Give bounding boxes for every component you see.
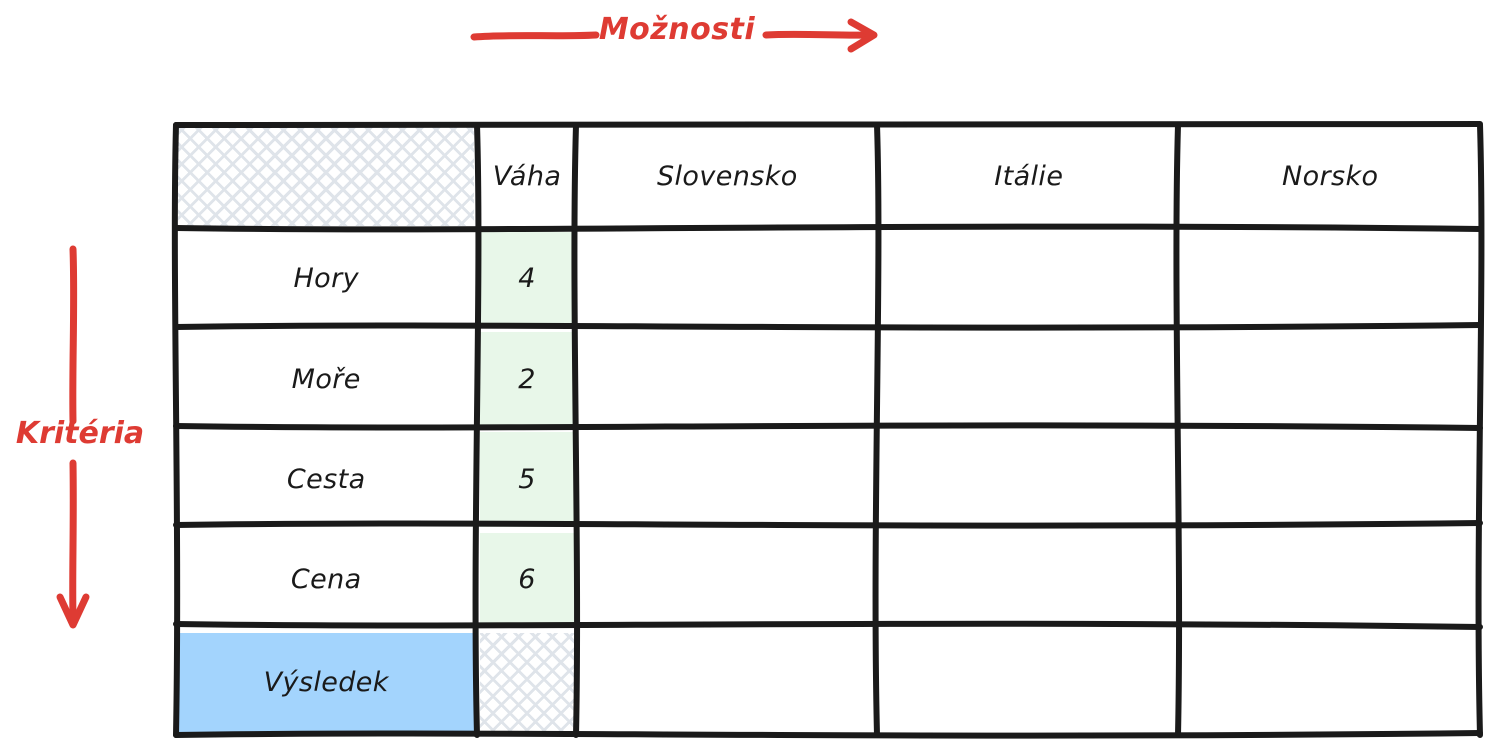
- hatch-fill: [480, 632, 574, 732]
- weight-fill: [480, 232, 574, 327]
- criterion-weight-cell[interactable]: 4: [477, 229, 576, 329]
- arrow-right-icon: [470, 18, 878, 53]
- score-cell[interactable]: [1180, 329, 1482, 429]
- result-fill: [178, 632, 475, 732]
- table-row: Moře 2: [175, 329, 1481, 429]
- table-header-row: Váha Slovensko Itálie Norsko: [175, 124, 1481, 229]
- arrow-down-icon: [56, 245, 90, 629]
- criterion-name-cell: Cena: [290, 563, 362, 595]
- weight-fill: [480, 432, 574, 527]
- rows-axis-label: Kritéria: [15, 416, 145, 451]
- score-cell[interactable]: [577, 329, 878, 429]
- option-header-norsko: Norsko: [1282, 160, 1379, 192]
- columns-axis-label: Možnosti: [598, 12, 756, 47]
- hatch-fill: [178, 127, 475, 227]
- corner-cell: [175, 124, 477, 229]
- total-row: Výsledek: [175, 630, 1481, 735]
- rows-axis: [52, 245, 92, 635]
- weight-fill: [480, 332, 574, 427]
- score-cell[interactable]: [577, 429, 878, 529]
- table-row: Cena 6: [175, 530, 1481, 630]
- criterion-weight-cell[interactable]: 6: [477, 530, 576, 630]
- criterion-name-cell: Hory: [293, 263, 359, 295]
- option-header-italie: Itálie: [994, 160, 1064, 192]
- matrix-table: Váha Slovensko Itálie Norsko Hory: [175, 124, 1481, 735]
- decision-matrix: Váha Slovensko Itálie Norsko Hory: [171, 120, 1485, 739]
- columns-axis: Možnosti: [470, 8, 890, 64]
- score-cell[interactable]: [1180, 229, 1482, 329]
- score-cell[interactable]: [878, 329, 1179, 429]
- table-row: Cesta 5: [175, 429, 1481, 529]
- result-label-cell: Výsledek: [175, 630, 477, 735]
- total-score-cell[interactable]: [577, 630, 878, 735]
- score-cell[interactable]: [577, 530, 878, 630]
- criterion-name-cell: Moře: [291, 363, 361, 395]
- weight-header-cell: Váha: [492, 160, 562, 192]
- weight-fill: [480, 532, 574, 627]
- total-score-cell[interactable]: [1180, 630, 1482, 735]
- score-cell[interactable]: [878, 229, 1179, 329]
- score-cell[interactable]: [1180, 429, 1482, 529]
- score-cell[interactable]: [1180, 530, 1482, 630]
- criterion-weight-cell[interactable]: 2: [477, 329, 576, 429]
- option-header-slovensko: Slovensko: [656, 160, 798, 192]
- total-score-cell[interactable]: [878, 630, 1179, 735]
- total-weight-cell: [477, 630, 576, 735]
- criterion-weight-cell[interactable]: 5: [477, 429, 576, 529]
- table-row: Hory 4: [175, 229, 1481, 329]
- criterion-name-cell: Cesta: [286, 463, 366, 495]
- score-cell[interactable]: [577, 229, 878, 329]
- score-cell[interactable]: [878, 429, 1179, 529]
- score-cell[interactable]: [878, 530, 1179, 630]
